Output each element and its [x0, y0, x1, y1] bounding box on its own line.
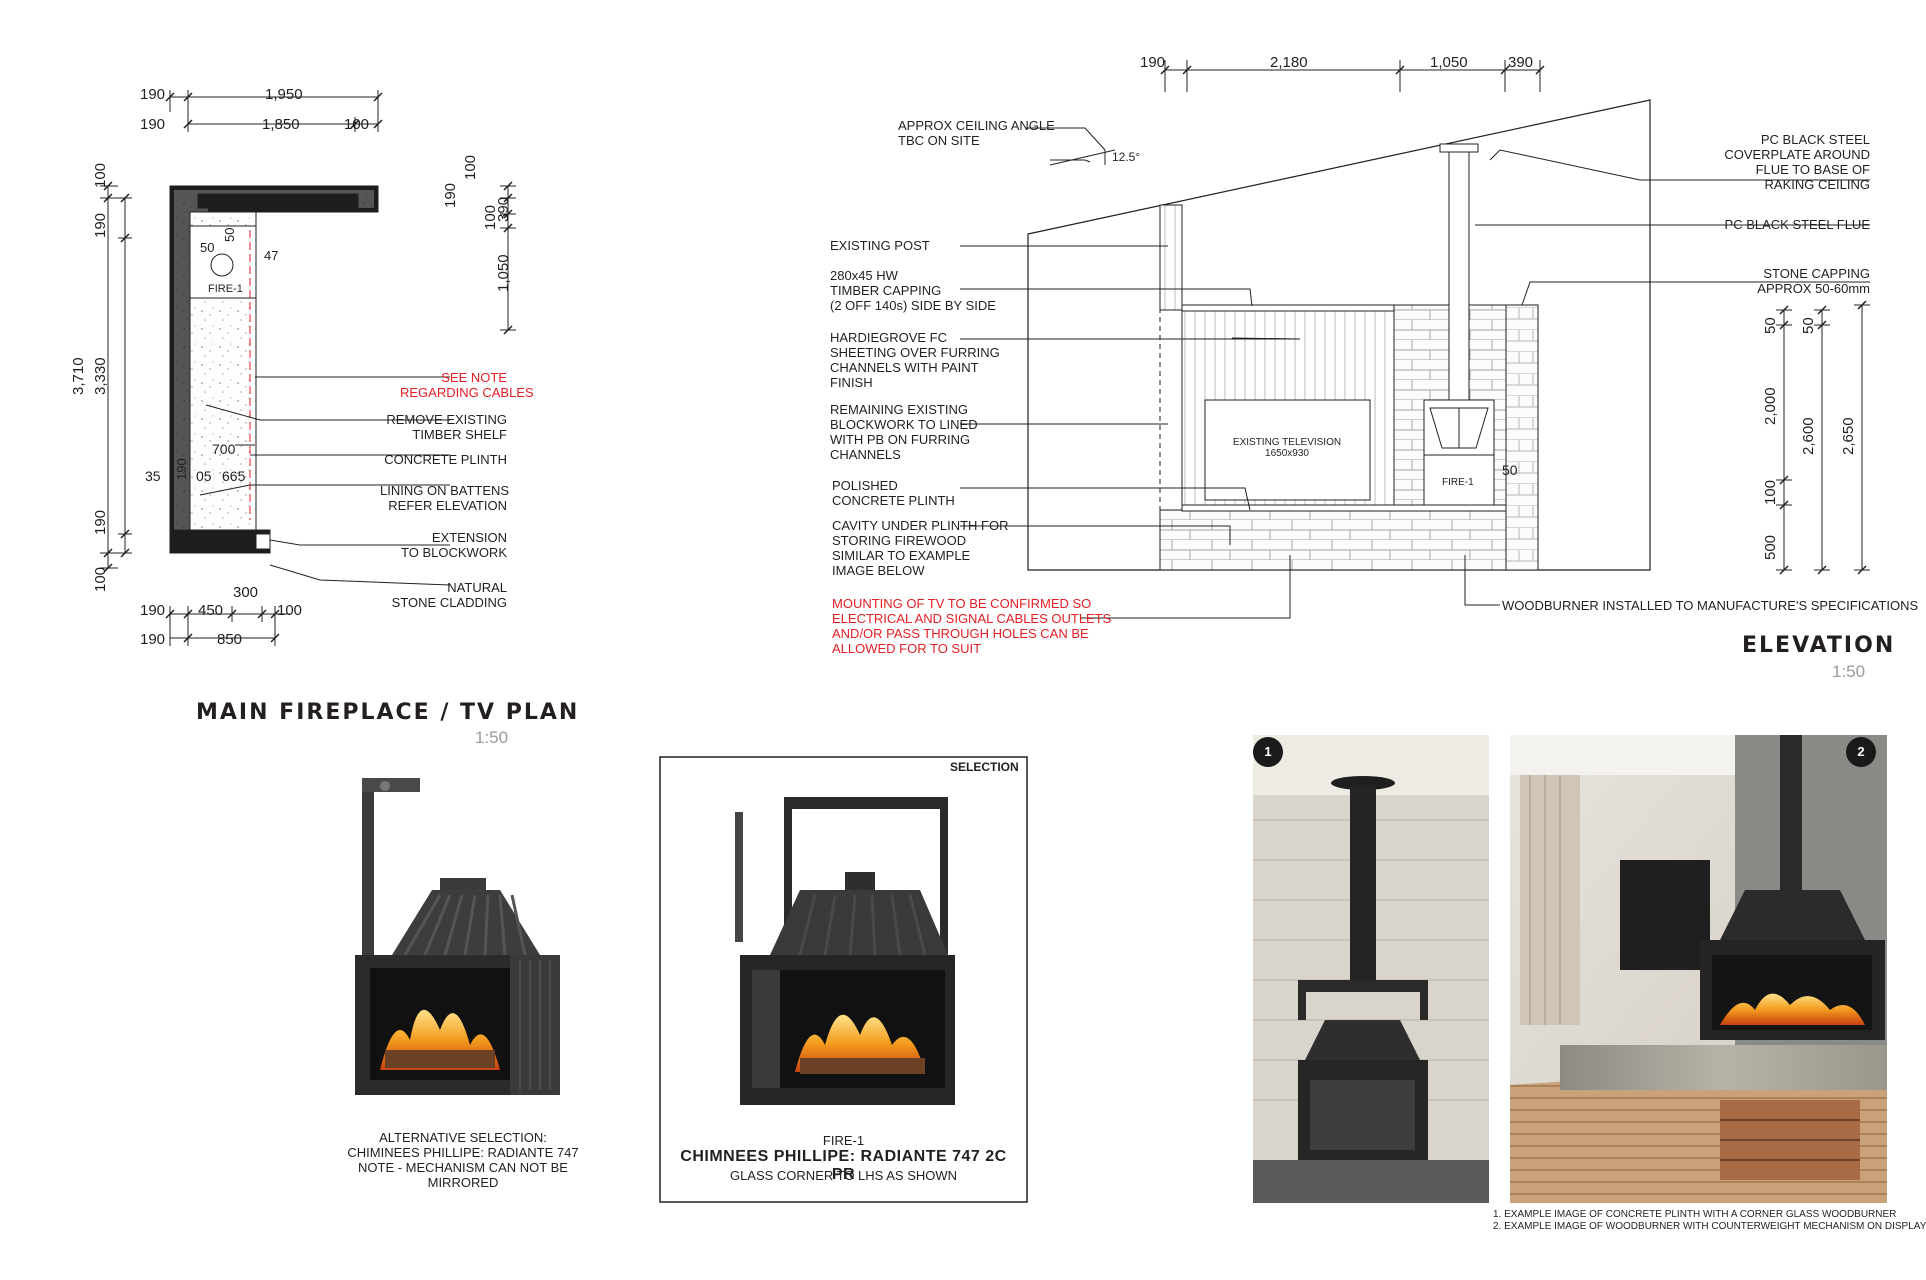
- elev-ceiling-angle: 12.5°: [1112, 150, 1141, 164]
- elev-tv-label: EXISTING TELEVISION 1650x930: [1232, 437, 1342, 459]
- alt-fireplace-image: [355, 778, 560, 1095]
- elev-label-cavity: CAVITY UNDER PLINTH FOR STORING FIREWOOD…: [832, 518, 1009, 578]
- example-photo-2: [1510, 735, 1887, 1203]
- elev-dim-50-b: 50: [1800, 317, 1817, 334]
- plan-dim-190-right: 190: [442, 182, 459, 208]
- plan-label-extension: EXTENSION TO BLOCKWORK: [401, 530, 507, 560]
- elev-label-ceiling: APPROX CEILING ANGLE TBC ON SITE: [898, 118, 1055, 148]
- elev-label-post: EXISTING POST: [830, 238, 930, 253]
- plan-dim-190-bottom-b: 190: [140, 631, 166, 648]
- alt-selection-caption: ALTERNATIVE SELECTION: CHIMINEES PHILLIP…: [347, 1130, 579, 1190]
- selection-panel: [659, 756, 1028, 1203]
- plan-dim-1950: 1,950: [265, 86, 303, 103]
- plan-dim-47: 47: [264, 248, 279, 263]
- plan-dim-190-second: 190: [140, 116, 166, 133]
- example-badge-2: 2: [1846, 737, 1876, 767]
- plan-drawing: [100, 90, 516, 646]
- elev-dim-50-a: 50: [1762, 317, 1779, 334]
- elev-label-hardiegrove: HARDIEGROVE FC SHEETING OVER FURRING CHA…: [830, 330, 1000, 390]
- example-note-2: 2. EXAMPLE IMAGE OF WOODBURNER WITH COUN…: [1493, 1221, 1926, 1232]
- elev-fire-gap: 50: [1502, 462, 1518, 478]
- elev-label-blockwork: REMAINING EXISTING BLOCKWORK TO LINED WI…: [830, 402, 978, 462]
- elev-dim-2180: 2,180: [1270, 54, 1308, 71]
- elev-dim-1050: 1,050: [1430, 54, 1468, 71]
- plan-note-cables: SEE NOTE REGARDING CABLES: [400, 370, 534, 400]
- plan-dim-100-top: 100: [344, 116, 370, 133]
- plan-label-lining: LINING ON BATTENS REFER ELEVATION: [380, 483, 510, 513]
- elev-label-stone-capping: STONE CAPPING APPROX 50-60mm: [1757, 266, 1870, 296]
- plan-fire-label: FIRE-1: [208, 283, 243, 295]
- plan-title: MAIN FIREPLACE / TV PLAN: [196, 700, 580, 725]
- selection-caption-code: FIRE-1: [822, 1133, 865, 1148]
- elev-note-tv-mounting: MOUNTING OF TV TO BE CONFIRMED SO ELECTR…: [832, 596, 1112, 656]
- plan-dim-190-bottom-a: 190: [140, 602, 166, 619]
- elev-label-flue: PC BLACK STEEL FLUE: [1724, 217, 1870, 232]
- plan-dim-390: 390: [495, 196, 512, 222]
- elev-dim-2000: 2,000: [1762, 387, 1779, 425]
- plan-dim-665: 665: [222, 468, 246, 484]
- plan-dim-850: 850: [217, 631, 243, 648]
- plan-dim-50-b: 50: [200, 240, 215, 255]
- plan-dim-190-left-top: 190: [92, 212, 109, 238]
- plan-dim-450: 450: [198, 602, 224, 619]
- plan-dim-100-right: 100: [462, 154, 479, 180]
- elev-dim-190: 190: [1140, 54, 1166, 71]
- plan-dim-300: 300: [233, 584, 259, 601]
- elev-fire-label: FIRE-1: [1442, 477, 1474, 488]
- elev-dim-2650: 2,650: [1840, 417, 1857, 455]
- elev-label-polished-plinth: POLISHED CONCRETE PLINTH: [832, 478, 955, 508]
- example-photo-1: [1253, 735, 1489, 1203]
- elevation-drawing: [960, 60, 1870, 619]
- plan-dim-05: 05: [196, 468, 212, 484]
- plan-dim-100-bottom: 100: [277, 602, 303, 619]
- elev-label-coverplate: PC BLACK STEEL COVERPLATE AROUND FLUE TO…: [1724, 132, 1870, 192]
- elev-dim-390: 390: [1508, 54, 1534, 71]
- example-note-1: 1. EXAMPLE IMAGE OF CONCRETE PLINTH WITH…: [1493, 1209, 1897, 1220]
- plan-dim-190-top: 190: [140, 86, 166, 103]
- plan-dim-190-inner: 190: [174, 458, 189, 480]
- plan-dim-35: 35: [145, 468, 161, 484]
- selection-caption-note: GLASS CORNER TO LHS AS SHOWN: [729, 1168, 958, 1183]
- selection-tag: SELECTION: [950, 760, 1019, 774]
- plan-dim-3330: 3,330: [92, 357, 109, 395]
- elev-label-capping: 280x45 HW TIMBER CAPPING (2 OFF 140s) SI…: [830, 268, 996, 313]
- elevation-title: ELEVATION: [1742, 633, 1896, 658]
- plan-dim-1050: 1,050: [495, 254, 512, 292]
- elev-label-woodburner: WOODBURNER INSTALLED TO MANUFACTURE'S SP…: [1502, 598, 1919, 613]
- elev-dim-500: 500: [1762, 534, 1779, 560]
- plan-label-remove-shelf: REMOVE EXISTING TIMBER SHELF: [386, 412, 507, 442]
- plan-dim-100-left-top: 100: [92, 162, 109, 188]
- plan-label-plinth: CONCRETE PLINTH: [384, 452, 507, 467]
- plan-dim-50-a: 50: [222, 227, 237, 242]
- plan-dim-190-left-bottom: 190: [92, 509, 109, 535]
- plan-dim-700: 700: [212, 441, 236, 457]
- example-badge-1: 1: [1253, 737, 1283, 767]
- plan-dim-1850: 1,850: [262, 116, 300, 133]
- elev-dim-100: 100: [1762, 479, 1779, 505]
- plan-dim-3710: 3,710: [70, 357, 87, 395]
- selection-caption-name: CHIMNEES PHILLIPE: RADIANTE 747 2C PR: [680, 1148, 1007, 1183]
- elevation-scale: 1:50: [1832, 662, 1866, 681]
- plan-label-stone: NATURAL STONE CLADDING: [391, 580, 507, 610]
- plan-dim-100-left-bottom: 100: [92, 566, 109, 592]
- plan-scale: 1:50: [475, 728, 509, 747]
- elev-dim-2600: 2,600: [1800, 417, 1817, 455]
